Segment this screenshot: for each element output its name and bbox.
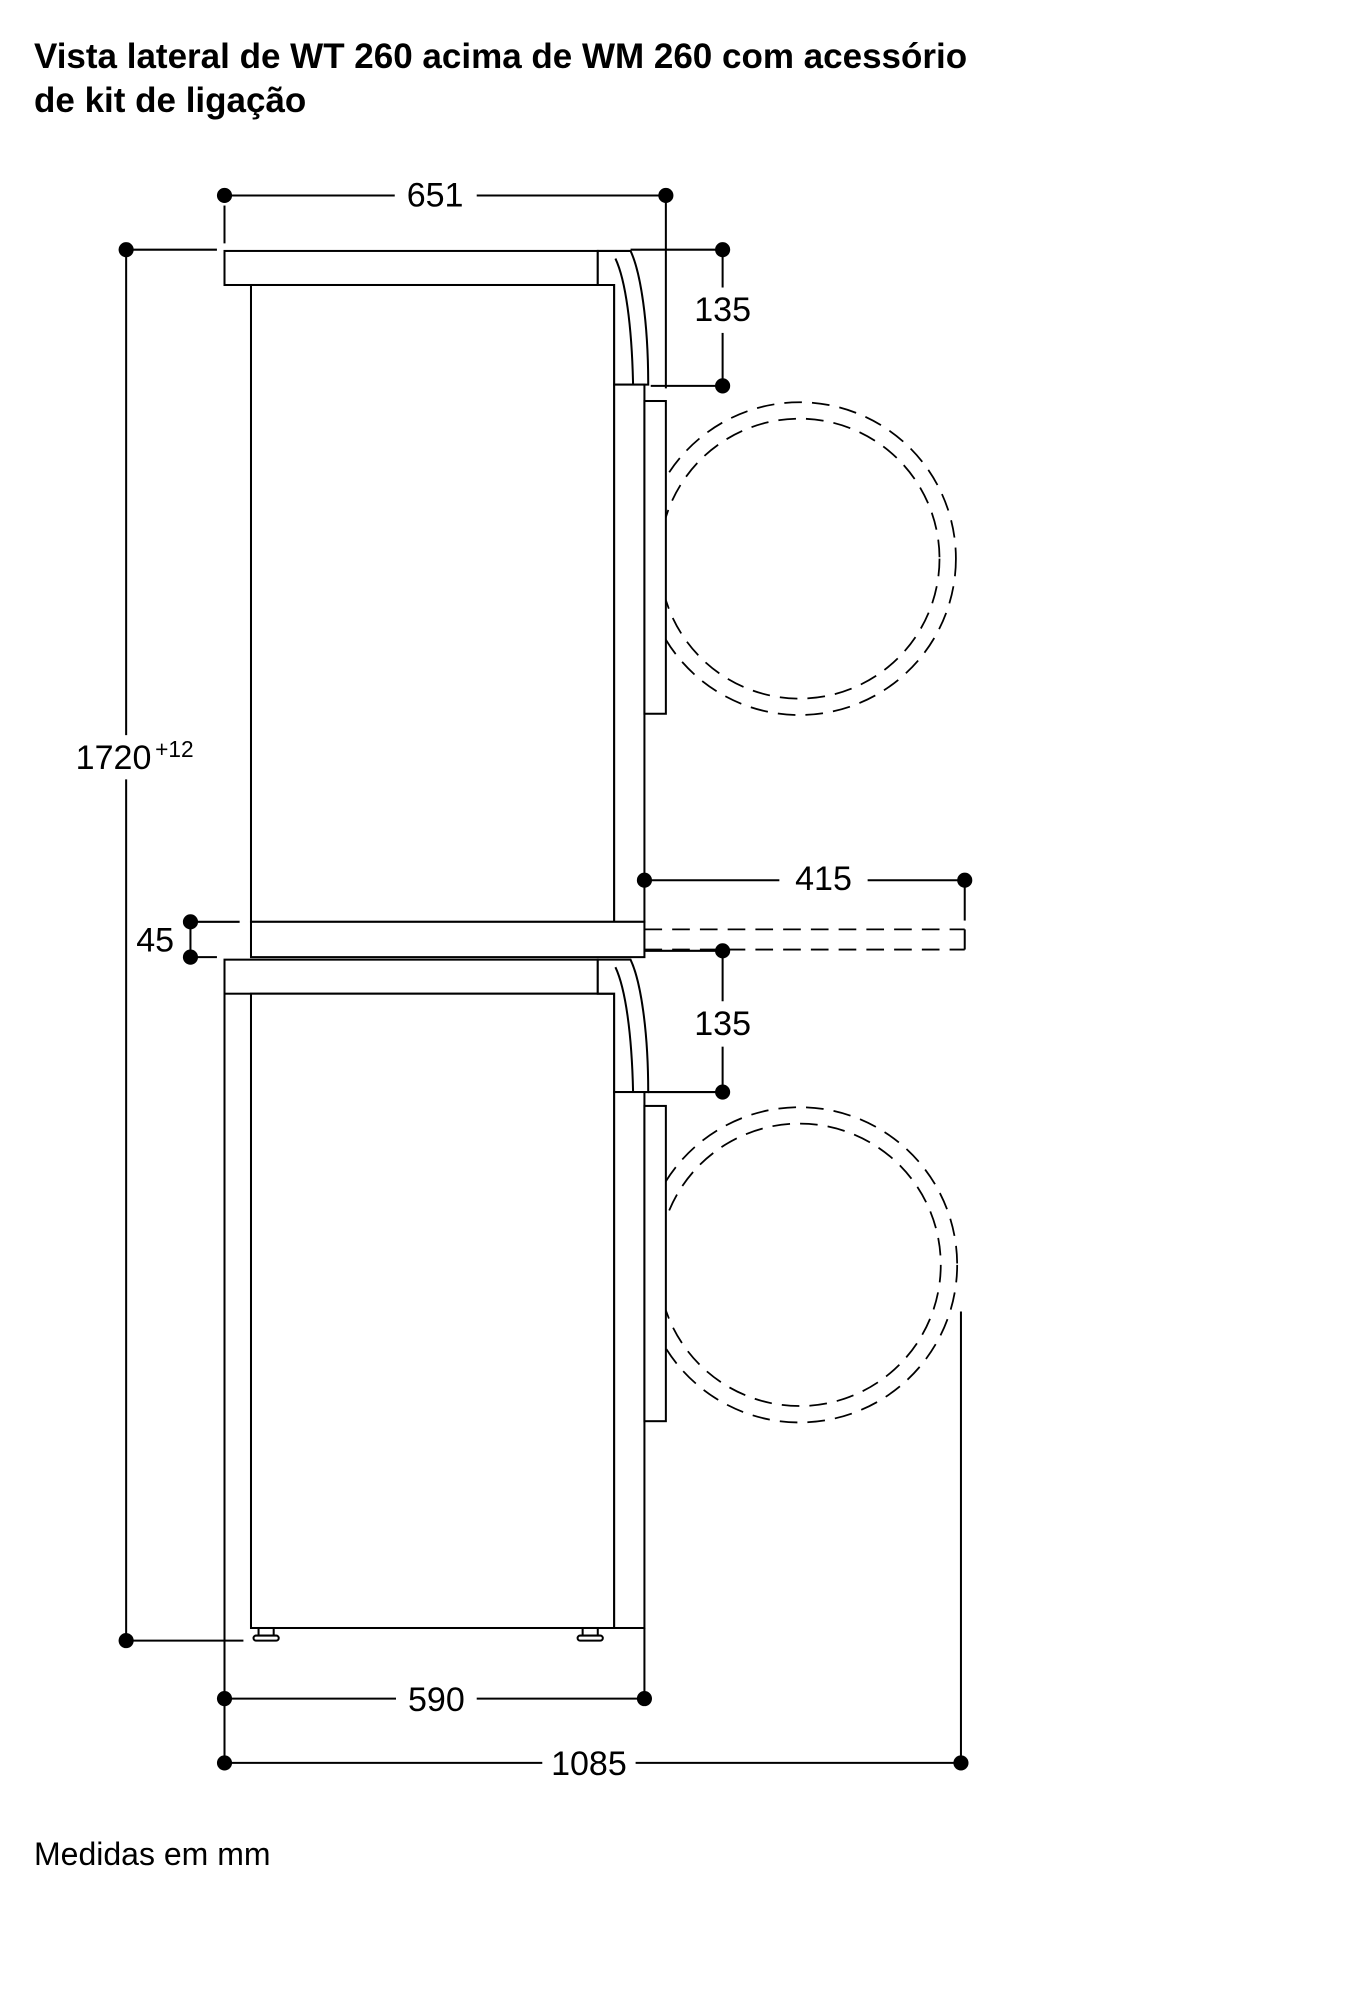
- washer-foot-front-pad: [576, 1634, 604, 1642]
- washer-foot-front: [576, 1626, 604, 1642]
- dim-endpoint: [953, 1755, 969, 1771]
- washer-foot-rear: [252, 1626, 280, 1642]
- washer-door: [643, 1104, 667, 1423]
- dimension-body-depth: 590: [216, 1681, 652, 1719]
- dimension-dryer-panel-height: 135: [694, 242, 751, 394]
- connection-kit-plate: [249, 920, 646, 959]
- dim-endpoint: [118, 242, 134, 258]
- washer-door-swing-inner: [657, 1122, 942, 1407]
- dim-label: 651: [407, 176, 464, 214]
- dim-endpoint: [118, 1633, 134, 1649]
- connection-kit: [249, 920, 966, 959]
- dim-endpoint: [636, 872, 652, 888]
- dim-tolerance: +12: [155, 736, 194, 762]
- dimension-washer-panel-height: 135: [694, 943, 751, 1100]
- dim-endpoint: [216, 187, 233, 204]
- dim-label: 1085: [551, 1745, 627, 1783]
- dim-endpoint: [957, 872, 973, 888]
- extension-lines: [126, 195, 966, 1763]
- dim-endpoint: [715, 1084, 731, 1100]
- dim-endpoint: [182, 949, 199, 965]
- dryer-fascia-inner-line: [614, 258, 635, 385]
- units-note: Medidas em mm: [34, 1836, 271, 1872]
- dimension-drawer-extension: 415: [636, 860, 973, 898]
- dryer-unit: [223, 249, 957, 923]
- washer-unit: [223, 958, 959, 1642]
- washer-door-swing-outer: [641, 1106, 959, 1424]
- dryer-door: [643, 400, 667, 715]
- dim-label: 590: [408, 1681, 465, 1719]
- dim-endpoint: [658, 187, 674, 204]
- dim-label: 1720: [76, 739, 152, 777]
- page-title-line-2: de kit de ligação: [34, 81, 307, 120]
- dim-label: 45: [136, 922, 174, 960]
- dim-endpoint: [216, 1755, 233, 1771]
- dim-label: 135: [694, 291, 751, 329]
- dim-endpoint: [715, 242, 731, 258]
- dim-endpoint: [715, 378, 731, 394]
- dryer-body: [249, 283, 616, 923]
- washer-top-plate: [223, 958, 599, 995]
- dim-label: 135: [694, 1005, 751, 1043]
- dryer-door-swing-outer: [642, 401, 957, 716]
- washer-foot-rear-pad: [252, 1634, 280, 1642]
- washer-foot-front-stem: [581, 1626, 599, 1637]
- washer-fascia-inner-line: [614, 966, 635, 1093]
- dimension-depth-door-open: 1085: [216, 1745, 969, 1783]
- page-title-line-1: Vista lateral de WT 260 acima de WM 260 …: [34, 37, 968, 76]
- page-title: Vista lateral de WT 260 acima de WM 260 …: [34, 35, 967, 123]
- washer-foot-rear-stem: [257, 1626, 275, 1637]
- dim-label: 415: [795, 860, 852, 898]
- dim-endpoint: [216, 1691, 233, 1707]
- dim-endpoint: [715, 943, 731, 959]
- dimension-kit-height: 45: [136, 914, 199, 965]
- dim-endpoint: [182, 914, 199, 930]
- dimension-top-depth: 651: [216, 176, 674, 214]
- dimension-total-height: 1720 +12: [76, 242, 194, 1649]
- washer-front-panel: [613, 1091, 646, 1630]
- washer-body: [249, 992, 616, 1630]
- dryer-front-panel: [613, 383, 646, 923]
- dryer-top-plate: [223, 249, 599, 287]
- dim-endpoint: [636, 1691, 652, 1707]
- dryer-door-swing-inner: [658, 417, 941, 700]
